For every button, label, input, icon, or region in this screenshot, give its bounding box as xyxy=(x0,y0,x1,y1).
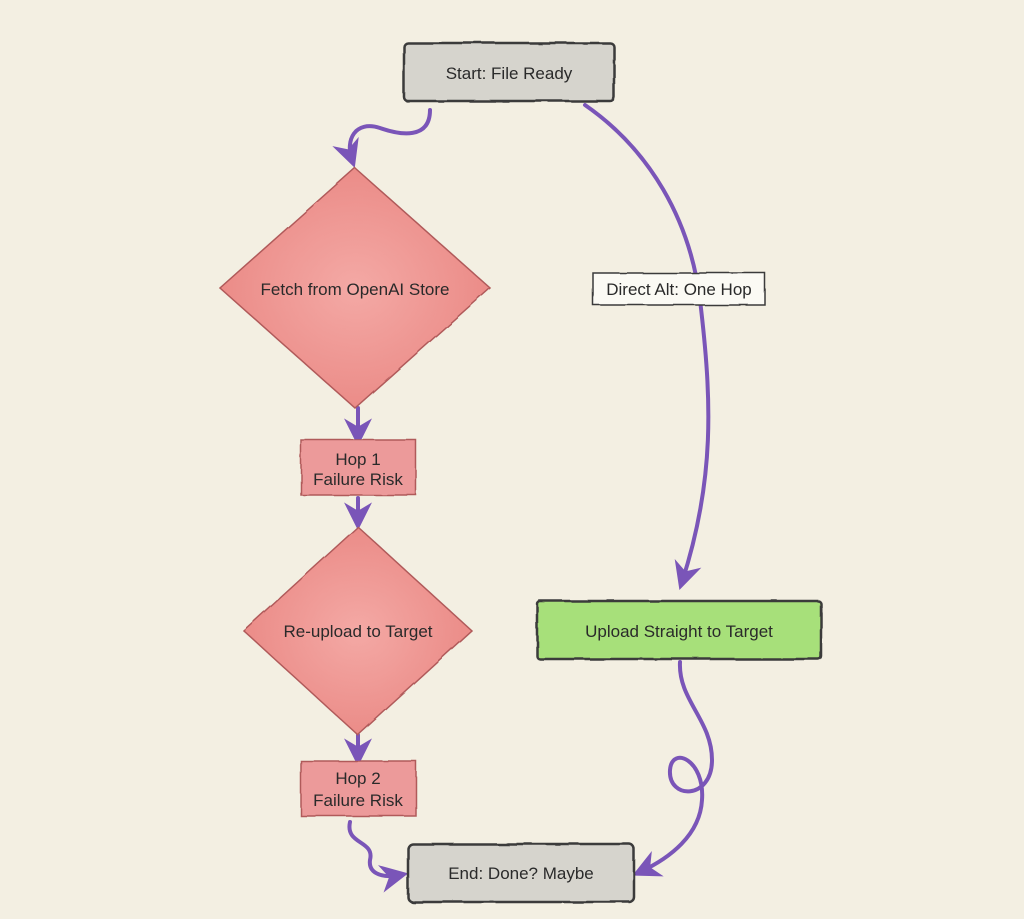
direct-alt-label-text: Direct Alt: One Hop xyxy=(606,280,752,299)
hop1-line1: Hop 1 xyxy=(335,450,380,469)
edge-start-to-upload xyxy=(583,103,711,590)
reupload-decision-node: Re-upload to Target xyxy=(242,525,474,737)
hop1-risk-node: Hop 1 Failure Risk xyxy=(300,439,417,496)
direct-alt-edge-label: Direct Alt: One Hop xyxy=(592,272,766,306)
edge-hop2-to-end xyxy=(347,820,409,893)
start-node-label: Start: File Ready xyxy=(446,64,573,83)
start-node: Start: File Ready xyxy=(402,41,616,103)
reupload-node-label: Re-upload to Target xyxy=(283,622,432,641)
edge-upload-to-end xyxy=(632,660,715,877)
upload-node-label: Upload Straight to Target xyxy=(585,622,773,641)
hop1-line2: Failure Risk xyxy=(313,470,403,489)
fetch-decision-node: Fetch from OpenAI Store xyxy=(218,166,492,410)
upload-straight-node: Upload Straight to Target xyxy=(535,599,823,661)
edge-start-to-fetch xyxy=(332,108,432,168)
end-node-label: End: Done? Maybe xyxy=(448,864,594,883)
hop2-risk-node: Hop 2 Failure Risk xyxy=(300,760,417,817)
hop2-line1: Hop 2 xyxy=(335,769,380,788)
fetch-node-label: Fetch from OpenAI Store xyxy=(261,280,450,299)
hop2-line2: Failure Risk xyxy=(313,791,403,810)
end-node: End: Done? Maybe xyxy=(406,842,636,904)
